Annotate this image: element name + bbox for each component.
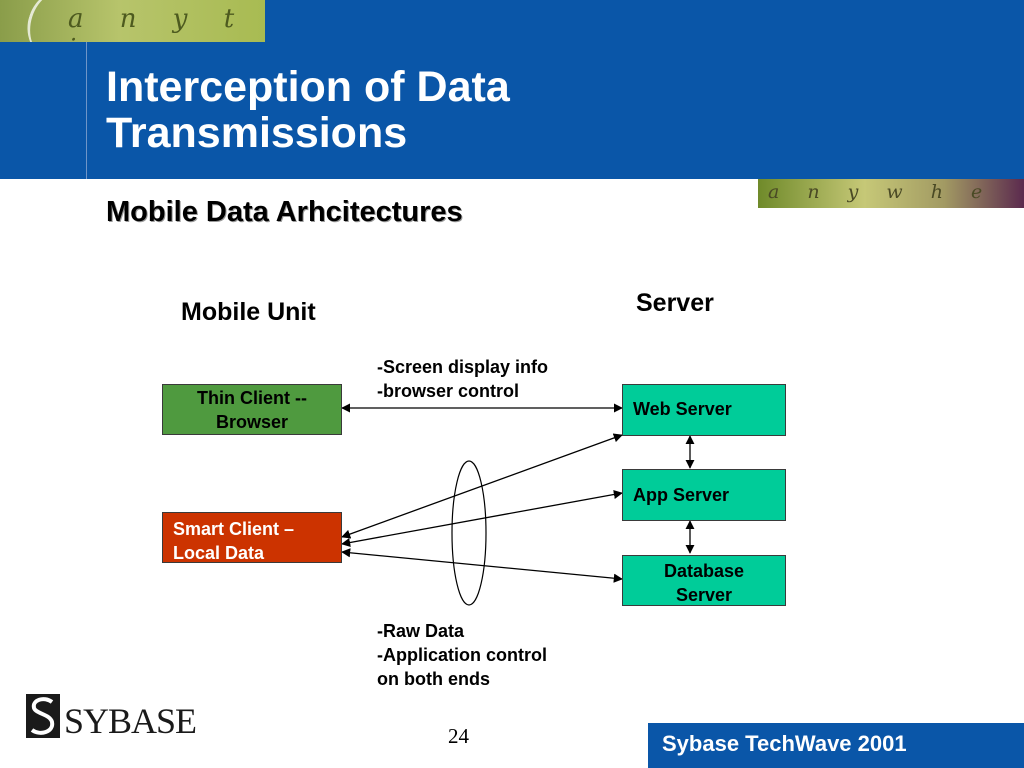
app-server-box: App Server	[622, 469, 786, 521]
smart-to-app-arrow	[341, 489, 623, 548]
smart-to-db-arrow	[341, 548, 623, 583]
header-divider	[86, 42, 87, 179]
anywhere-banner: a n y w h e r e	[758, 179, 1024, 208]
slide-subtitle: Mobile Data Arhcitectures	[106, 196, 463, 228]
footer-band: Sybase TechWave 2001	[648, 723, 1024, 768]
app-server-label: App Server	[633, 485, 730, 505]
anytime-text: a n y t i m e	[68, 4, 249, 42]
database-server-box: Database Server	[622, 555, 786, 606]
thin-note-line-2: -browser control	[377, 381, 520, 401]
thin-client-line-2: Browser	[215, 412, 289, 432]
server-label: Server	[636, 289, 714, 317]
thin-client-note: -Screen display info -browser control	[377, 355, 548, 403]
thin-note-line-1: -Screen display info	[377, 357, 549, 377]
smart-client-box: Smart Client – Local Data	[162, 512, 342, 563]
smart-note-line-2: -Application control	[377, 645, 547, 665]
page-number: 24	[448, 724, 469, 748]
slide-title: Interception of Data Transmissions	[106, 64, 726, 156]
database-server-line-2: Server	[675, 585, 733, 605]
raw-data-ellipse	[451, 460, 487, 606]
database-server-line-1: Database	[663, 561, 745, 581]
smart-client-note: -Raw Data -Application control on both e…	[377, 619, 547, 691]
smart-note-line-3: on both ends	[377, 669, 490, 689]
sybase-logo-icon	[26, 694, 60, 738]
event-name: Sybase TechWave 2001	[662, 731, 907, 756]
smart-client-line-2: Local Data	[173, 543, 265, 563]
smart-note-line-1: -Raw Data	[377, 621, 465, 641]
anywhere-text: a n y w h e r e	[768, 181, 994, 208]
web-server-label: Web Server	[633, 399, 732, 419]
sybase-logo-text: SYBASE	[64, 701, 197, 741]
thin-client-line-1: Thin Client --	[197, 388, 307, 408]
thin-client-box: Thin Client -- Browser	[162, 384, 342, 435]
sybase-logo: SYBASE	[26, 692, 197, 742]
smart-client-line-1: Smart Client –	[173, 519, 295, 539]
mobile-unit-label: Mobile Unit	[181, 298, 316, 326]
title-line-1: Interception of Data	[106, 63, 510, 111]
title-line-2: Transmissions	[106, 109, 408, 157]
web-server-box: Web Server	[622, 384, 786, 436]
anytime-banner: a n y t i m e	[0, 0, 265, 42]
